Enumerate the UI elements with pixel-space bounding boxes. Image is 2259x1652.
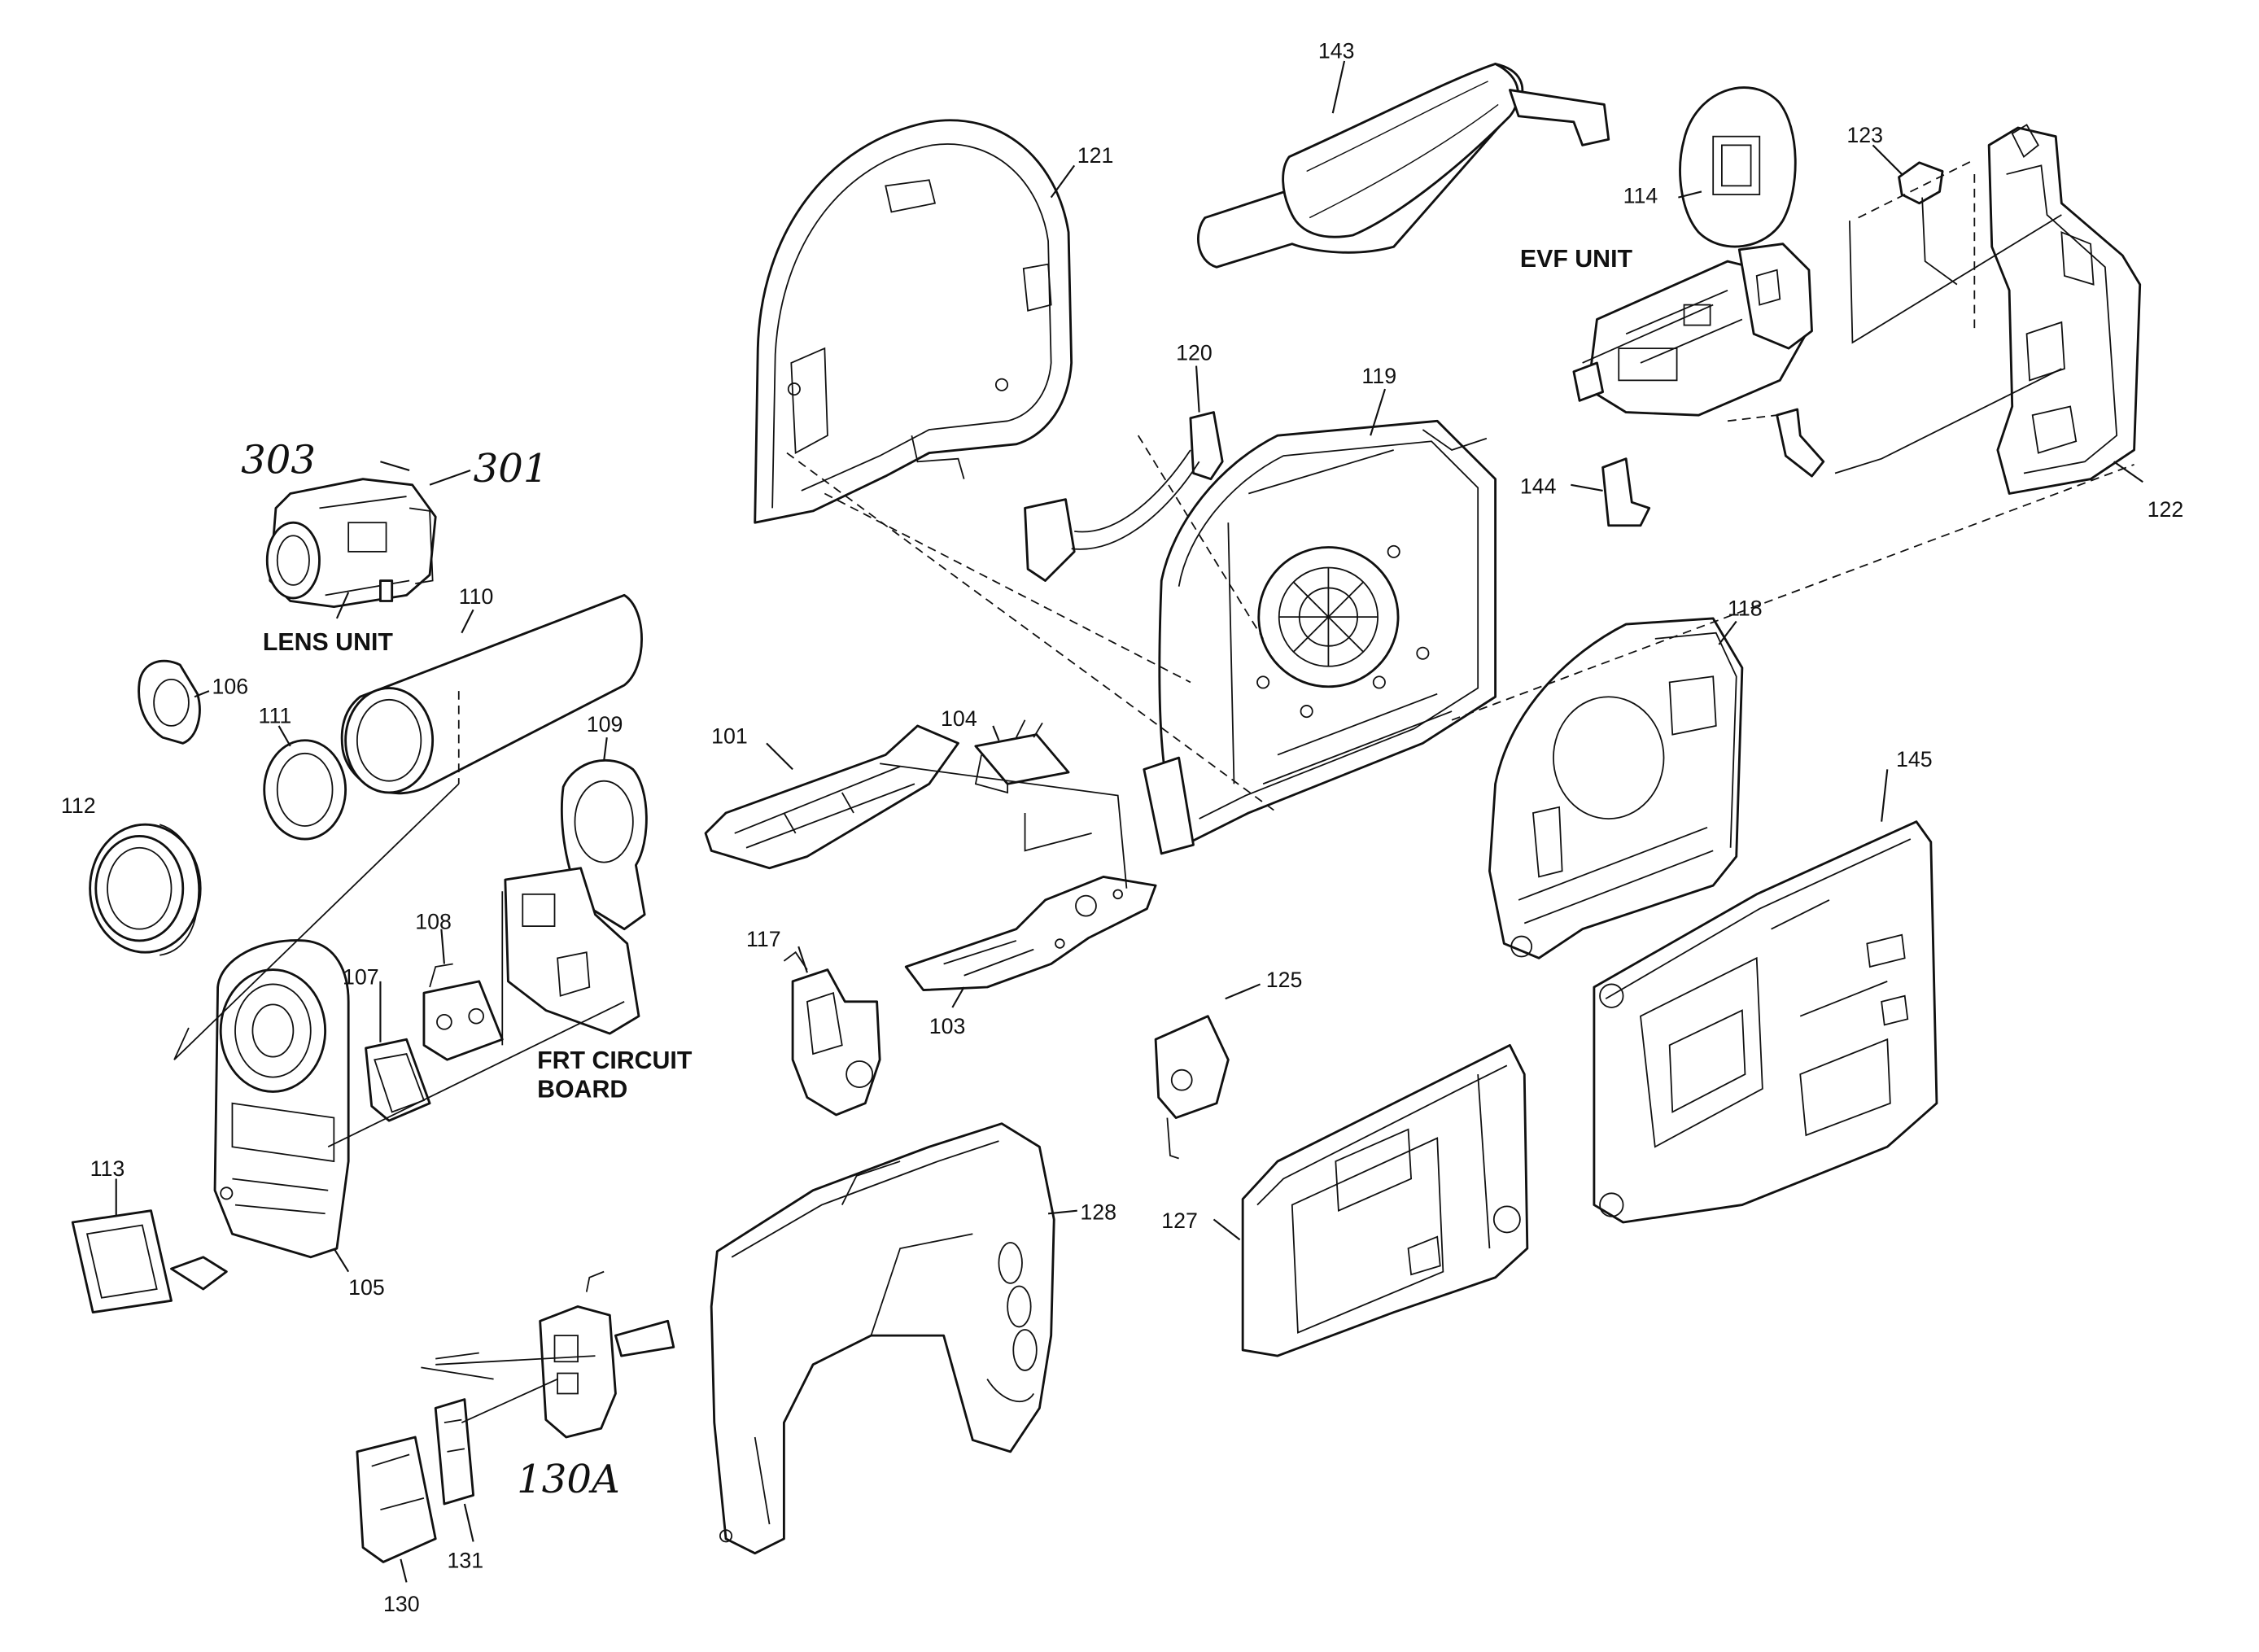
part-121-side-cover — [754, 119, 1073, 524]
evf-unit — [1572, 243, 1813, 417]
label-113: 113 — [90, 1156, 125, 1181]
label-131: 131 — [447, 1549, 483, 1573]
label-103: 103 — [929, 1014, 966, 1038]
part-117-bracket — [783, 951, 881, 1117]
part-101-top-bracket — [704, 724, 959, 870]
part-120-cable-bracket — [1024, 411, 1224, 582]
label-130: 130 — [383, 1592, 420, 1616]
label-145: 145 — [1896, 747, 1933, 771]
part-131-bracket — [434, 1398, 475, 1506]
label-128: 128 — [1080, 1200, 1116, 1224]
part-130-side-cover — [356, 1436, 437, 1563]
label-125: 125 — [1266, 968, 1303, 992]
part-109-ring-bracket — [504, 758, 648, 1035]
label-114: 114 — [1623, 184, 1658, 208]
lens-unit — [265, 478, 437, 609]
part-104-clip — [974, 719, 1070, 794]
part-127-circuit-frame — [1241, 1043, 1529, 1357]
label-130a: 130A — [517, 1457, 620, 1502]
label-111: 111 — [259, 703, 292, 728]
part-105-front-housing — [213, 939, 350, 1259]
part-118-chassis-plate — [1488, 617, 1744, 959]
label-evf-unit: EVF UNIT — [1520, 246, 1633, 273]
label-107: 107 — [343, 964, 379, 989]
small-bracket — [1776, 408, 1825, 478]
part-106-ring — [138, 659, 201, 745]
label-112: 112 — [61, 793, 96, 818]
part-125-small-board — [1154, 1015, 1230, 1160]
label-123: 123 — [1846, 123, 1883, 147]
label-117: 117 — [746, 927, 781, 951]
part-108-small-board — [422, 963, 504, 1061]
leader-lines — [115, 60, 2143, 1583]
label-109: 109 — [587, 712, 623, 736]
label-106: 106 — [212, 675, 248, 699]
part-144-flex-tab — [1601, 457, 1651, 527]
label-301: 301 — [474, 446, 548, 492]
part-119-main-chassis — [1143, 419, 1497, 855]
label-144: 144 — [1520, 474, 1557, 499]
part-128-grip-housing — [710, 1122, 1055, 1555]
label-121: 121 — [1077, 143, 1114, 168]
label-122: 122 — [2148, 497, 2184, 522]
part-107-button — [365, 1038, 431, 1122]
label-frt-circuit: FRT CIRCUIT — [537, 1047, 693, 1074]
part-labels: 143 121 114 123 EVF UNIT 120 119 303 301… — [61, 38, 2183, 1616]
label-127: 127 — [1161, 1208, 1198, 1233]
label-101: 101 — [711, 723, 748, 748]
label-120: 120 — [1176, 340, 1213, 365]
label-110: 110 — [459, 584, 494, 609]
label-104: 104 — [941, 706, 977, 731]
part-145-cassette-deck — [1593, 820, 1938, 1224]
part-113-cover — [71, 1209, 228, 1314]
part-112-front-ring — [89, 823, 202, 956]
part-143-hand-strap — [1197, 63, 1610, 269]
part-114-eyecup — [1679, 86, 1797, 248]
assembly-guide-lines — [173, 159, 2134, 1423]
label-108: 108 — [415, 910, 452, 934]
label-105: 105 — [348, 1275, 385, 1300]
part-130a-connector — [421, 1270, 675, 1439]
part-103-base-plate — [904, 876, 1157, 991]
label-119: 119 — [1361, 364, 1396, 388]
label-143: 143 — [1318, 38, 1355, 63]
label-303: 303 — [241, 438, 316, 483]
label-118: 118 — [1728, 596, 1763, 620]
part-122-rear-frame — [1987, 124, 2142, 495]
part-110-lens-barrel — [340, 593, 643, 795]
part-111-filter-ring — [263, 739, 347, 841]
part-123-bracket — [1898, 161, 1958, 286]
label-lens-unit: LENS UNIT — [263, 629, 393, 656]
label-frt-board: BOARD — [537, 1077, 627, 1104]
